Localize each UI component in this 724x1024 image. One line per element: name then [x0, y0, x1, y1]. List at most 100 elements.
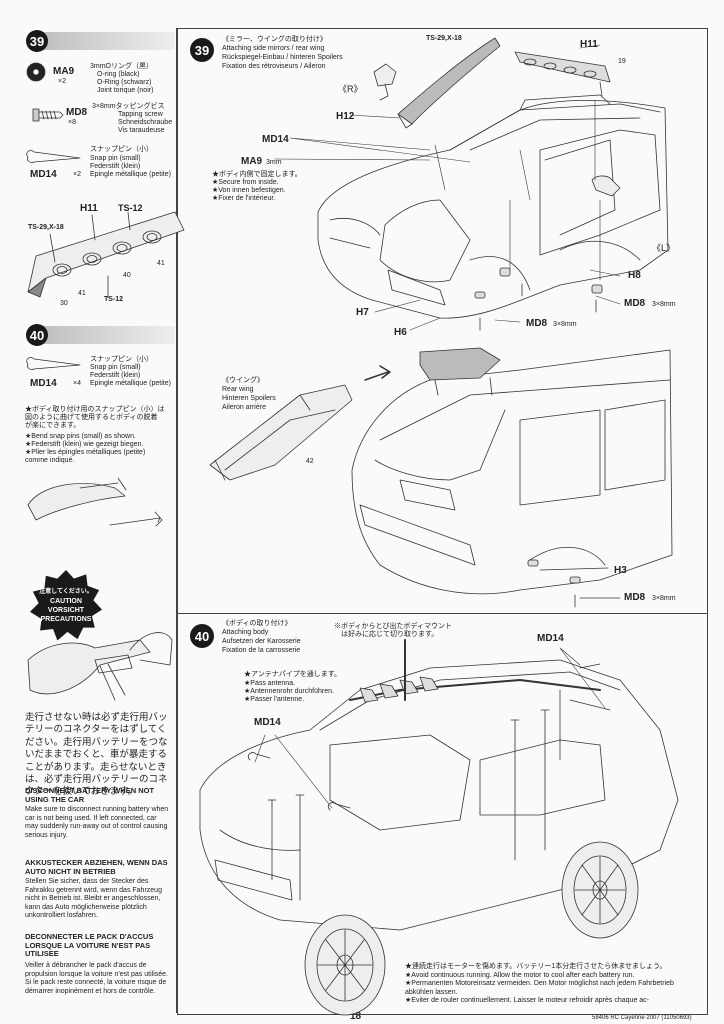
- label-ts12: TS-12: [104, 296, 124, 303]
- warning-de-heading: AKKUSTECKER ABZIEHEN, WENN DAS AUTO NICH…: [25, 858, 168, 876]
- antenna-de: ★Antennenrohr durchführen.: [244, 688, 334, 695]
- mount-posts: [474, 267, 603, 331]
- title-jp: 《ボディの取り付け》: [222, 620, 292, 627]
- part-code: MD8: [66, 107, 88, 118]
- mount-posts: [527, 559, 621, 608]
- warning-de: Stellen Sie sicher, dass der Stecker des…: [25, 878, 162, 920]
- wing-part-drawing: [209, 384, 353, 481]
- title-fr: Fixation des rétroviseurs / Aileron: [222, 63, 326, 70]
- label-40: 40: [123, 272, 131, 279]
- label-h6: H6: [394, 327, 407, 338]
- label-md8: MD8: [624, 592, 646, 603]
- label-ts29: TS-29,X-18: [28, 224, 64, 231]
- wing-fr: Aileron arrière: [222, 404, 266, 411]
- wheel-rear-drawing: [561, 841, 639, 939]
- part-de: Federstift (klein): [90, 372, 141, 379]
- title-en: Attaching side mirrors / rear wing: [222, 45, 325, 52]
- mirror-drawing: [373, 63, 397, 101]
- label-19: 19: [618, 58, 626, 65]
- part-qty: ×4: [73, 380, 81, 387]
- note-fr: ★Plier les épingles métalliques (petite)…: [25, 449, 146, 464]
- run-de: ★Permanenten Motoreinsatz vermeiden. Den…: [405, 980, 674, 996]
- part-fr: Joint torique (noir): [97, 87, 154, 94]
- antenna-en: ★Pass antenna.: [244, 680, 296, 687]
- label-l: 《L》: [652, 243, 676, 253]
- caution-fr: PRECAUTIONS: [40, 616, 92, 623]
- note-jp: ★ボディ内側で固定します。: [212, 171, 302, 178]
- label-md14: MD14: [254, 717, 281, 728]
- run-fr: ★Eviter de rouler continuellement. Laiss…: [405, 997, 650, 1004]
- warning-en-heading: DISCONNECT BATTERY WHEN NOT USING THE CA…: [25, 786, 155, 804]
- antenna-fr: ★Passer l'antenne.: [244, 696, 305, 703]
- label-ma9: MA9: [241, 156, 263, 167]
- label-h3: H3: [614, 565, 627, 576]
- caution-text: 注意してください。 CAUTION VORSICHT PRECAUTIONS: [30, 588, 102, 624]
- part-fr: Epingle métallique (petite): [90, 171, 171, 178]
- part-qty: ×2: [73, 171, 81, 178]
- arrow-icon: [364, 365, 391, 381]
- step39-number-badge: 39: [26, 30, 48, 52]
- note-jp: ★ボディ取り付け用のスナップピン（小）は 図のように曲げて使用するとボディの脱着…: [25, 406, 165, 429]
- step40-main-panel: [177, 613, 708, 1015]
- label-md8-unit: 3×8mm: [553, 321, 577, 328]
- label-md14: MD14: [262, 134, 289, 145]
- antenna-jp: ★アンテナパイプを通します。: [244, 671, 342, 678]
- wing-en: Rear wing: [222, 386, 254, 393]
- part-code: MA9: [53, 66, 75, 77]
- leader-lines: [254, 647, 606, 809]
- title-fr: Fixation de la carrosserie: [222, 647, 301, 654]
- label-h11: H11: [80, 203, 98, 214]
- part-de: Schneidschraube: [118, 119, 173, 126]
- note-de: ★Federstift (klein) wie gezeigt biegen.: [25, 441, 144, 448]
- label-md8: MD8: [624, 298, 646, 309]
- note-en: ★Bend snap pins (small) as shown.: [25, 433, 136, 440]
- o-ring-icon: [26, 62, 46, 82]
- part-code: MD14: [30, 169, 57, 180]
- part-jp: 3mmOリング（黒）: [90, 63, 153, 70]
- part-en: O-ring (black): [97, 71, 140, 78]
- chassis-posts: [247, 663, 611, 901]
- step40-number-badge: 40: [26, 324, 48, 346]
- label-41: 41: [78, 290, 86, 297]
- caution-en: CAUTION: [50, 598, 82, 605]
- pin-bending-drawing: [27, 477, 163, 527]
- step40-main-badge: 40: [190, 624, 214, 648]
- car-assembly-drawing: [199, 639, 679, 931]
- warning-fr: Veiller à débrancher le pack d'accus de …: [25, 962, 168, 995]
- label-md8-unit: 3×8mm: [652, 595, 676, 602]
- step39-header-bar: [30, 32, 175, 50]
- part-code: MD14: [30, 378, 57, 389]
- run-jp: ★連続走行はモーターを傷めます。バッテリー1本分走行させたら休ませましょう。: [405, 963, 667, 970]
- part-jp: スナップピン（小）: [90, 146, 153, 153]
- wing-jp: 《ウイング》: [222, 377, 264, 384]
- label-ma9-unit: 3mm: [266, 159, 282, 166]
- wheel-front-drawing: [304, 914, 386, 1016]
- part-jp: 3×8mmタッピングビス: [92, 103, 165, 110]
- part-fr: Epingle métallique (petite): [90, 380, 171, 387]
- caution-de: VORSICHT: [47, 607, 85, 614]
- rear-wing-drawing: [397, 37, 501, 129]
- note-de: ★Von innen befestigen.: [212, 187, 286, 194]
- car-body-front-drawing: [317, 94, 669, 319]
- label-md8: MD8: [526, 318, 548, 329]
- label-30: 30: [60, 300, 68, 307]
- screw-icon: [32, 108, 64, 122]
- title-en: Attaching body: [222, 629, 269, 636]
- step40-header-bar: [30, 326, 175, 344]
- footer-code: 58406 RC Cayenne 2007 (11050693): [592, 1015, 692, 1021]
- part-qty: ×8: [68, 119, 76, 126]
- part-fr: Vis taraudeuse: [118, 127, 165, 134]
- step39-main-badge: 39: [190, 38, 214, 62]
- part-en: Snap pin (small): [90, 155, 141, 162]
- part-en: Snap pin (small): [90, 364, 141, 371]
- leader-lines: [274, 44, 621, 331]
- label-r: 《R》: [338, 84, 363, 94]
- part-en: Tapping screw: [118, 111, 163, 118]
- label-md14: MD14: [537, 633, 564, 644]
- run-en: ★Avoid continuous running. Allow the mot…: [405, 972, 635, 979]
- part-de: O-Ring (schwarz): [97, 79, 152, 86]
- title-de: Aufsetzen der Karosserie: [222, 638, 301, 645]
- column-divider: [176, 28, 177, 1013]
